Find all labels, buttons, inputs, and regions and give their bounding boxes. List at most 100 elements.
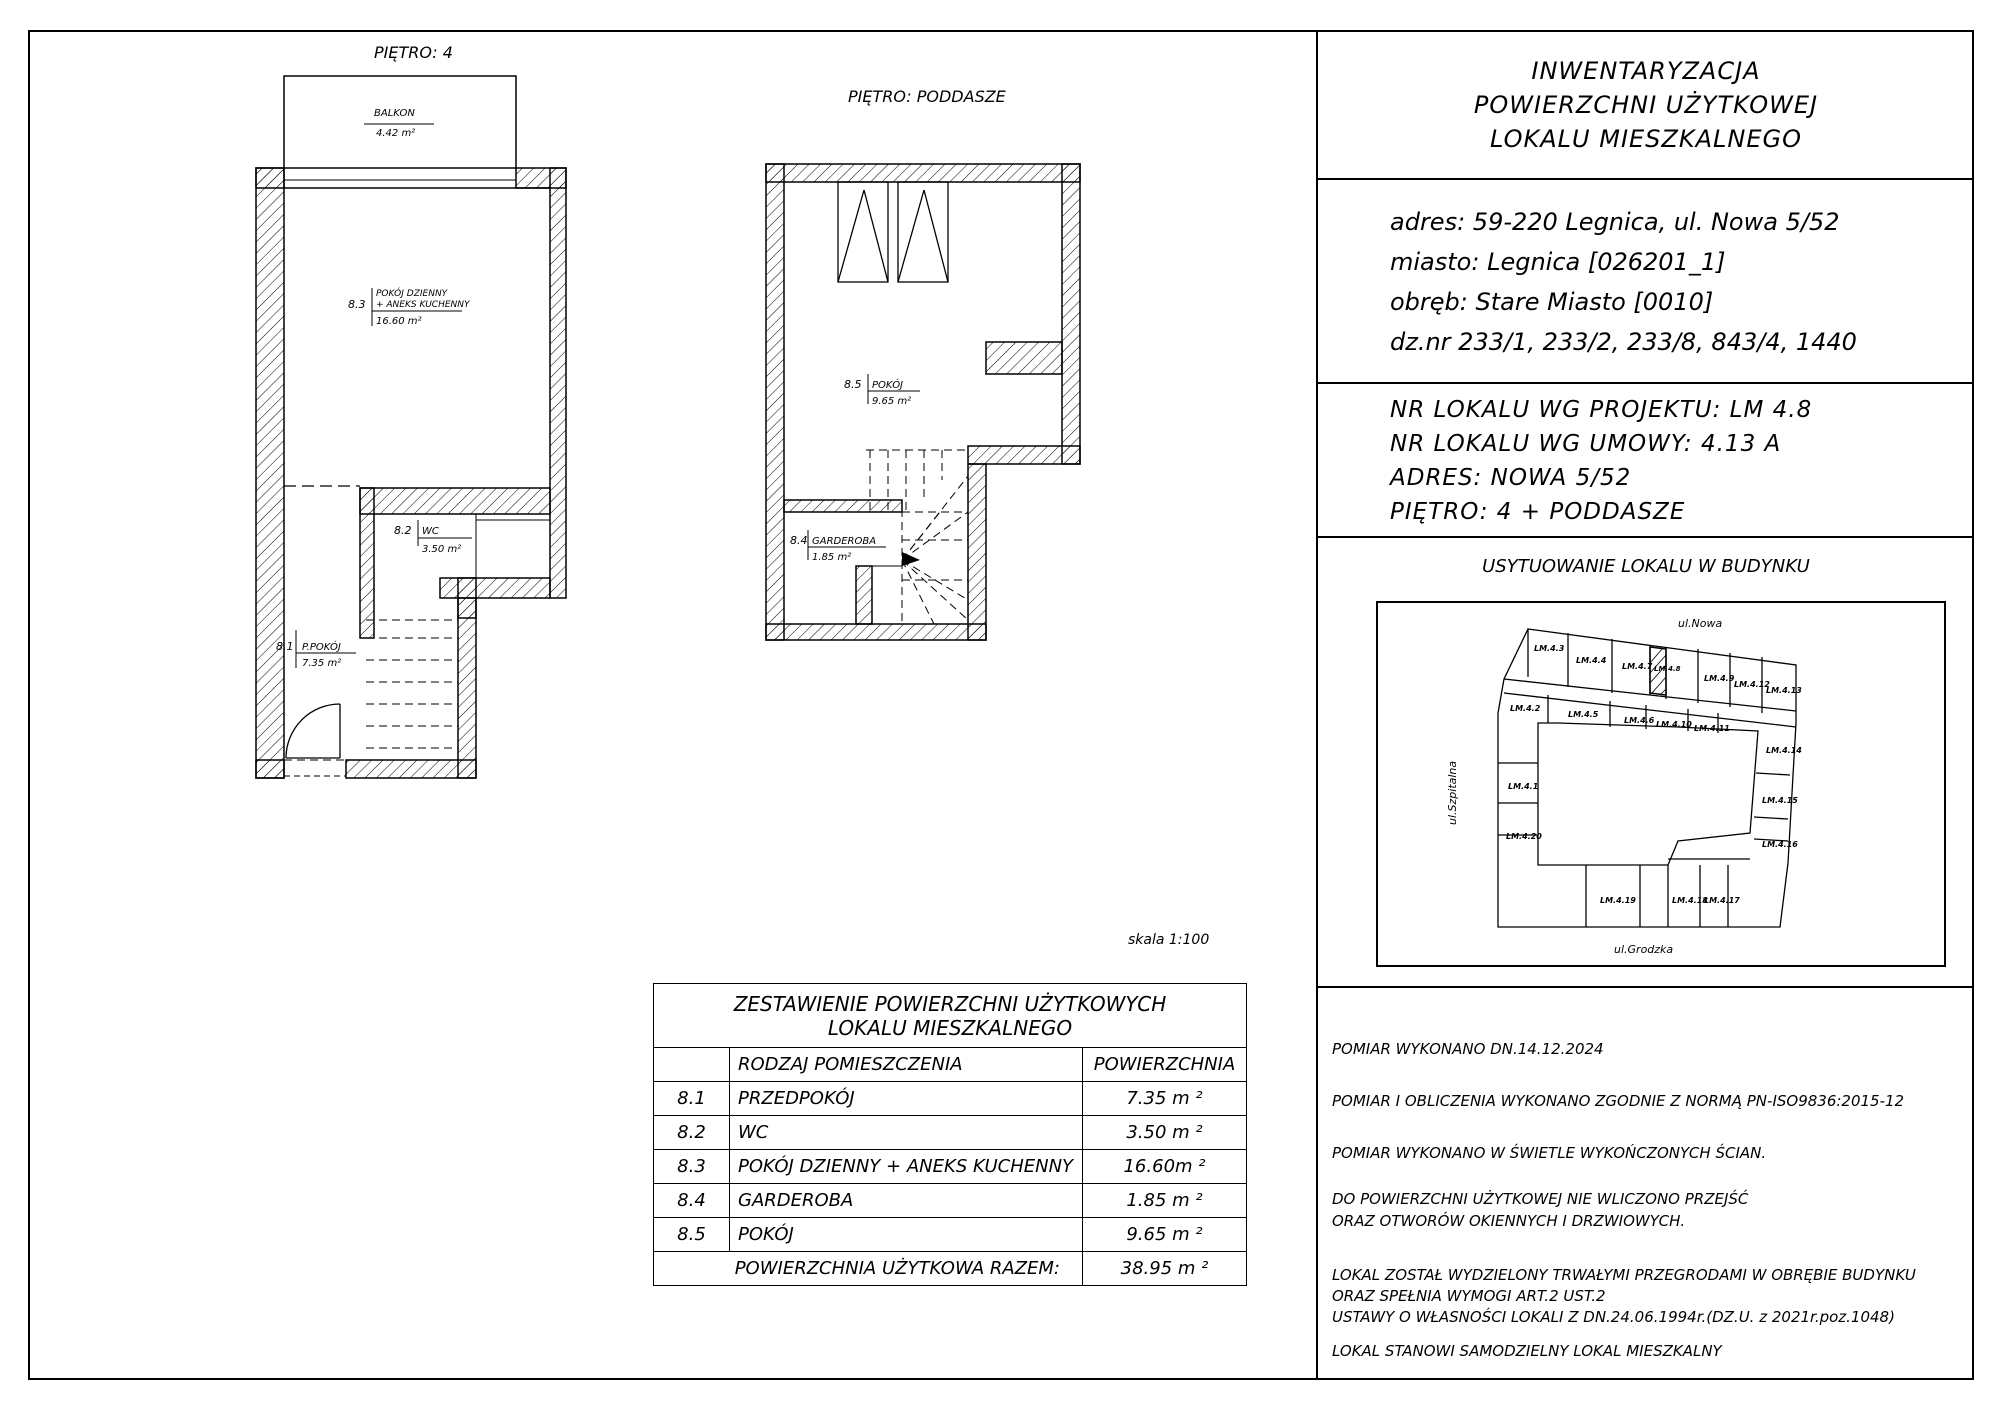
- balcony-name: BALKON: [374, 108, 415, 119]
- garderoba-wall-east: [855, 565, 873, 625]
- summary-title-2: LOKALU MIESZKALNEGO: [827, 1015, 1073, 1040]
- note-legal-3: USTAWY O WŁASNOŚCI LOKALI Z DN.24.06.199…: [1332, 1308, 1895, 1326]
- note-walls: POMIAR WYKONANO W ŚWIETLE WYKOŃCZONYCH Ś…: [1332, 1144, 1767, 1162]
- wall-wc-north: [359, 487, 551, 515]
- note-exclusions-1: DO POWIERZCHNI UŻYTKOWEJ NIE WLICZONO PR…: [1332, 1190, 1749, 1208]
- room-number: 8.1: [276, 640, 294, 653]
- room-name: P.POKÓJ: [302, 640, 341, 653]
- unit-label: LM.4.17: [1704, 896, 1740, 905]
- row-area: 16.60m ²: [1082, 1149, 1247, 1184]
- table-row: 8.4 GARDEROBA 1.85 m ²: [653, 1183, 1247, 1218]
- unit-label: LM.4.8: [1654, 665, 1681, 673]
- title-block: INWENTARYZACJA POWIERZCHNI UŻYTKOWEJ LOK…: [1318, 32, 1974, 178]
- unit-project-number: NR LOKALU WG PROJEKTU: LM 4.8: [1390, 397, 1813, 423]
- row-number: 8.4: [653, 1183, 730, 1218]
- area-summary-table: ZESTAWIENIE POWIERZCHNI UŻYTKOWYCH LOKAL…: [653, 983, 1247, 1286]
- unit-label: LM.4.3: [1534, 644, 1565, 653]
- street-south: ul.Grodzka: [1614, 943, 1673, 956]
- room-area: 16.60 m²: [376, 316, 422, 327]
- attic-wall-notch: [985, 341, 1063, 375]
- total-label: POWIERZCHNIA UŻYTKOWA RAZEM:: [653, 1251, 1083, 1286]
- unit-contract-number: NR LOKALU WG UMOWY: 4.13 A: [1390, 431, 1782, 457]
- attic-plan: [765, 163, 1081, 641]
- floor4-plan: [255, 75, 567, 779]
- wall-wc-south: [439, 577, 551, 599]
- note-exclusions-2: ORAZ OTWORÓW OKIENNYCH I DRZWIOWYCH.: [1332, 1212, 1686, 1230]
- attic-wall-east-lower: [967, 463, 987, 641]
- unit-label: LM.4.6: [1624, 716, 1655, 725]
- room-name: GARDEROBA: [812, 536, 876, 547]
- unit-label: LM.4.5: [1568, 710, 1599, 719]
- wall-wc-west: [359, 487, 375, 639]
- unit-label: LM.4.18: [1672, 896, 1708, 905]
- room-number: 8.2: [394, 524, 412, 537]
- divider-3: [1316, 536, 1974, 538]
- note-legal-2: ORAZ SPEŁNIA WYMOGI ART.2 UST.2: [1332, 1287, 1606, 1305]
- summary-title: ZESTAWIENIE POWIERZCHNI UŻYTKOWYCH LOKAL…: [653, 983, 1247, 1048]
- room-area: 7.35 m²: [302, 658, 341, 669]
- unit-label: LM.4.10: [1656, 720, 1692, 729]
- table-row: 8.1 PRZEDPOKÓJ 7.35 m ²: [653, 1081, 1247, 1116]
- row-name: POKÓJ DZIENNY + ANEKS KUCHENNY: [729, 1149, 1083, 1184]
- table-row: 8.5 POKÓJ 9.65 m ²: [653, 1217, 1247, 1252]
- floor-plans: PIĘTRO: 4 PIĘTRO: PODDASZE BALKON 4.42 m…: [255, 43, 1081, 779]
- row-number: 8.1: [653, 1081, 730, 1116]
- scale-label: skala 1:100: [1128, 932, 1210, 948]
- table-row: 8.3 POKÓJ DZIENNY + ANEKS KUCHENNY 16.60…: [653, 1149, 1247, 1184]
- skylights: [837, 181, 949, 283]
- drawing-frame: [28, 30, 1974, 1380]
- note-date: POMIAR WYKONANO DN.14.12.2024: [1332, 1040, 1604, 1058]
- unit-label: LM.4.1: [1508, 782, 1538, 791]
- unit-label: LM.4.20: [1506, 832, 1542, 841]
- unit-label: LM.4.9: [1704, 674, 1735, 683]
- unit-label: LM.4.15: [1762, 796, 1798, 805]
- header-area: POWIERZCHNIA: [1082, 1047, 1247, 1082]
- row-name: GARDEROBA: [729, 1183, 1083, 1218]
- title-line-2: POWIERZCHNI UŻYTKOWEJ: [1473, 91, 1819, 119]
- city-line: miasto: Legnica [026201_1]: [1390, 248, 1726, 276]
- unit-label: LM.4.12: [1734, 680, 1770, 689]
- street-west: ul.Szpitalna: [1446, 761, 1459, 825]
- precinct-line: obręb: Stare Miasto [0010]: [1390, 288, 1714, 316]
- divider-4: [1316, 986, 1974, 988]
- unit-label: LM.4.7: [1622, 662, 1653, 671]
- row-number: 8.2: [653, 1115, 730, 1150]
- building-outline: [1497, 628, 1797, 928]
- total-area: 38.95 m ²: [1082, 1251, 1247, 1286]
- room-area: 1.85 m²: [812, 552, 851, 563]
- room-name-2: + ANEKS KUCHENNY: [376, 300, 471, 310]
- unit-label: LM.4.11: [1694, 724, 1730, 733]
- attic-wall-east: [1061, 163, 1081, 465]
- wall-east-lower: [457, 597, 477, 779]
- courtyard: [1537, 722, 1759, 866]
- room-name: POKÓJ DZIENNY: [376, 287, 449, 299]
- header-room-type: RODZAJ POMIESZCZENIA: [729, 1047, 1083, 1082]
- row-name: WC: [729, 1115, 1083, 1150]
- unit-label: LM.4.16: [1762, 840, 1798, 849]
- site-plan-box: LM.4.3 LM.4.4 LM.4.7 LM.4.8 LM.4.9 LM.4.…: [1376, 601, 1946, 967]
- room-name: POKÓJ: [872, 378, 903, 391]
- room-number: 8.5: [844, 378, 862, 391]
- room-area: 9.65 m²: [872, 396, 911, 407]
- room-area: 3.50 m²: [422, 544, 461, 555]
- unit-label: LM.4.4: [1576, 656, 1607, 665]
- wall-west: [255, 167, 285, 779]
- note-legal-1: LOKAL ZOSTAŁ WYDZIELONY TRWAŁYMI PRZEGRO…: [1332, 1266, 1916, 1284]
- unit-address: ADRES: NOWA 5/52: [1390, 465, 1632, 491]
- divider-1: [1316, 178, 1974, 180]
- unit-label: LM.4.14: [1766, 746, 1802, 755]
- unit-label: LM.4.19: [1600, 896, 1636, 905]
- row-area: 3.50 m ²: [1082, 1115, 1247, 1150]
- row-area: 1.85 m ²: [1082, 1183, 1247, 1218]
- summary-title-1: ZESTAWIENIE POWIERZCHNI UŻYTKOWYCH: [733, 991, 1167, 1016]
- street-north: ul.Nowa: [1678, 617, 1722, 630]
- row-area: 7.35 m ²: [1082, 1081, 1247, 1116]
- attic-wall-south: [765, 623, 987, 641]
- balcony: [283, 75, 517, 169]
- wall-south: [345, 759, 477, 779]
- unit-label: LM.4.2: [1510, 704, 1541, 713]
- total-row: POWIERZCHNIA UŻYTKOWA RAZEM: 38.95 m ²: [653, 1251, 1247, 1286]
- row-number: 8.3: [653, 1149, 730, 1184]
- attic-label: PIĘTRO: PODDASZE: [848, 87, 1007, 106]
- row-area: 9.65 m ²: [1082, 1217, 1247, 1252]
